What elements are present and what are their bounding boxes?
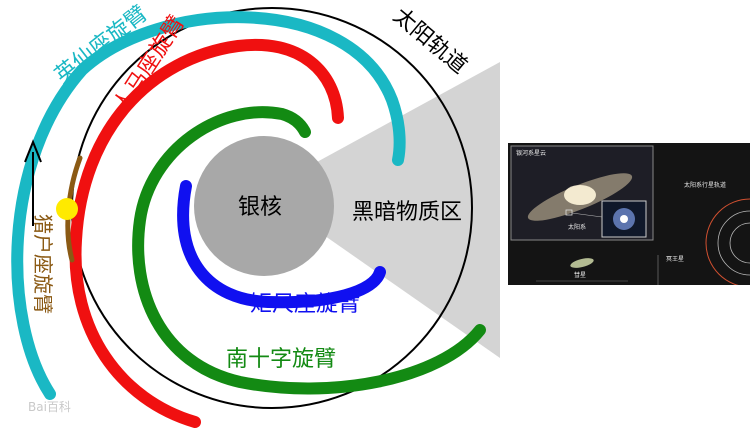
dark-matter-zone-label: 黑暗物质区 [352,200,462,225]
zoom-line [571,212,603,218]
direction-arrow-head [24,139,42,163]
sun-system-marker [565,209,573,216]
dark-matter-zone [262,62,500,358]
sun-system-center [620,215,628,223]
watermark: Bai百科 [28,400,71,414]
orbit-ring-2 [717,210,750,276]
orbit-ring-1 [705,198,750,285]
comet-label: 彗星 [574,271,586,279]
inset-illustration: 银河系星云 太阳系 太阳系行星轨道 彗星 冥王星 [508,143,750,285]
sun-marker [56,198,78,220]
nebula-label: 银河系星云 [516,149,546,157]
crux-arm-label: 南十字旋臂 [226,347,336,372]
orbit-ring-3 [729,222,750,264]
perseus-arm [11,11,406,400]
sagittarius-arm [69,38,344,428]
galaxy-bulge [564,185,596,205]
comet [570,258,594,268]
solar-orbit-label: 太阳轨道 [388,3,471,79]
norma-arm [177,180,386,309]
norma-arm-label: 矩尺座旋臂 [250,292,360,317]
galactic-core [194,136,334,276]
orion-arm-label: 猎户座旋臂 [31,214,55,314]
crux-arm [132,106,486,395]
pluto-label: 冥王星 [666,256,684,263]
galaxy-arms-diagram: 英仙座旋臂 人马座旋臂 猎户座旋臂 银核 黑暗物质区 太阳轨道 矩尺座旋臂 南十… [11,1,500,428]
orbit-label: 太阳系行星轨道 [684,181,726,189]
sun-system-label: 太阳系 [568,223,586,231]
galactic-core-label: 银核 [238,195,282,220]
inset-photo-panel: 银河系星云 太阳系 太阳系行星轨道 彗星 冥王星 [508,143,750,285]
